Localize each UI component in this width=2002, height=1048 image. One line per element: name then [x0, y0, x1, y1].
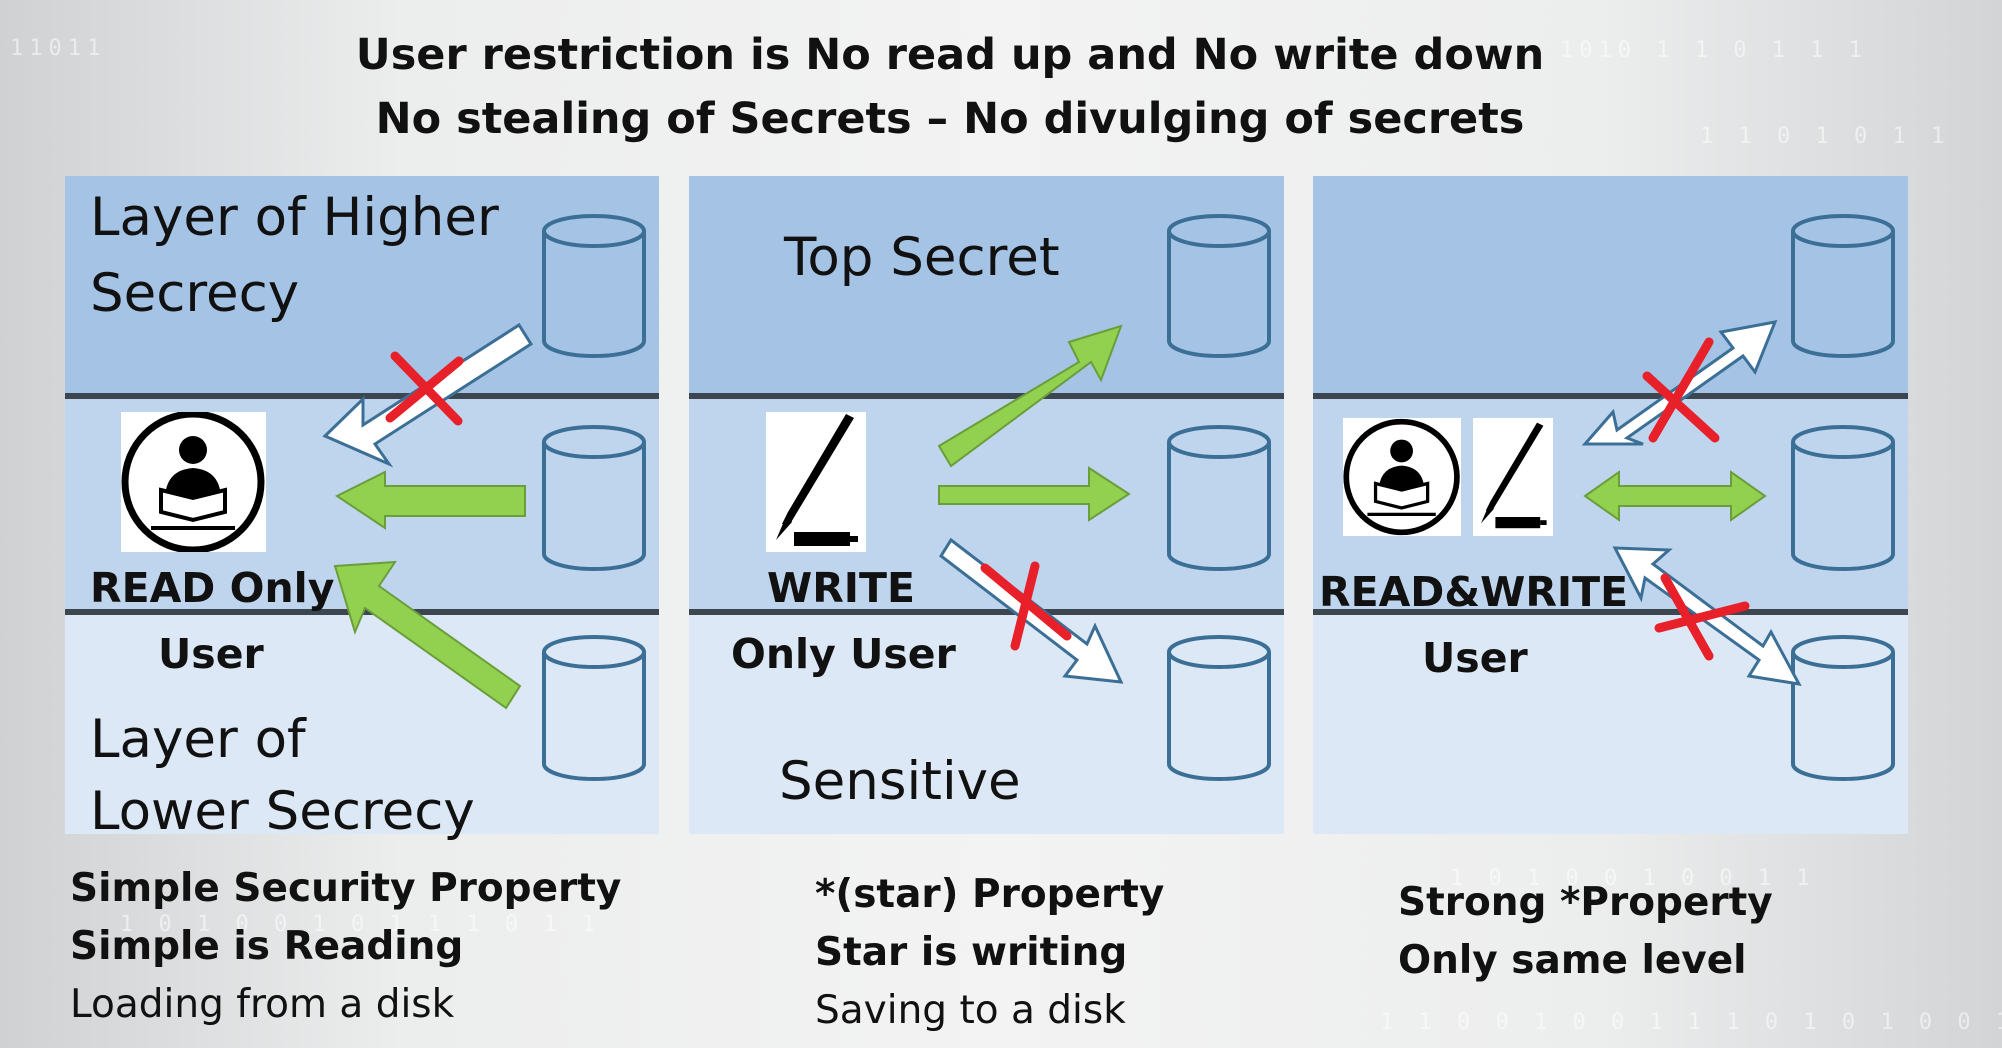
allowed-arrow [335, 470, 526, 530]
database-icon [1791, 214, 1895, 358]
user-type-label: Only User [731, 630, 956, 678]
panel-3-graphics [1581, 214, 1895, 781]
layer-higher-band [1313, 176, 1908, 396]
panel-1-graphics [322, 214, 646, 781]
pen-icon [1473, 418, 1553, 536]
heading-line-2: No stealing of Secrets – No divulging of… [375, 94, 1525, 144]
binary-background-decoration: 1 0 1 0 0 1 0 1 1 1 0 1 1 [120, 912, 602, 937]
panel-write-only: Top Secret WRITE Only User Sensitive [689, 176, 1284, 834]
binary-background-decoration: 1010 1 1 0 1 1 1 [1560, 38, 1868, 63]
user-type-label: User [158, 630, 264, 678]
binary-background-decoration: 11011 [10, 36, 107, 61]
binary-background-decoration: 1 1 0 1 0 1 1 [1700, 124, 1951, 149]
layer-lower-label: Sensitive [779, 751, 1021, 812]
user-type-label: READ&WRITE [1319, 568, 1629, 616]
database-icon [542, 214, 646, 358]
allowed-double-arrow [1583, 470, 1767, 522]
database-icon [542, 635, 646, 781]
database-icon [1791, 635, 1895, 781]
panel-read-write: READ&WRITE User [1313, 176, 1908, 834]
reader-icon [121, 410, 266, 554]
heading-line-1: User restriction is No read up and No wr… [355, 30, 1545, 80]
layer-lower-label: Lower Secrecy [90, 781, 475, 842]
layer-divider [1313, 393, 1908, 399]
red-cross-icon [980, 561, 1072, 651]
panel-read-only: Layer of Higher Secrecy READ Only User L… [65, 176, 659, 842]
pen-icon [766, 412, 866, 552]
allowed-arrow [938, 466, 1131, 522]
user-type-label: READ Only [90, 564, 335, 612]
blocked-double-arrow [1581, 320, 1778, 446]
database-icon [1167, 214, 1271, 358]
layer-higher-label: Layer of Higher [90, 187, 499, 248]
allowed-arrow [333, 560, 522, 710]
layer-higher-band [65, 176, 659, 396]
database-icon [1167, 425, 1271, 571]
user-type-label: WRITE [767, 564, 916, 612]
reader-icon [1343, 418, 1461, 536]
database-icon [542, 425, 646, 571]
binary-background-decoration: 1 1 0 0 1 0 0 1 1 1 0 1 0 1 0 0 1 0 [1380, 1010, 2002, 1035]
layer-divider [689, 609, 1284, 615]
red-cross-icon [1654, 573, 1750, 661]
database-icon [1167, 635, 1271, 781]
layer-higher-band [689, 176, 1284, 396]
red-cross-icon [1642, 337, 1720, 443]
property-note-strong: Strong *Property Only same level [1398, 880, 1773, 983]
property-note-simple: Simple Security Property Simple is Readi… [70, 866, 622, 1027]
layer-higher-label: Secrecy [90, 263, 300, 324]
layer-lower-band [1313, 612, 1908, 834]
layer-divider [689, 393, 1284, 399]
allowed-arrow [937, 324, 1123, 468]
database-icon [1791, 425, 1895, 571]
layer-divider [65, 393, 659, 399]
layer-lower-band [65, 612, 659, 834]
binary-background-decoration: 1 0 1 0 0 1 0 0 1 1 [1450, 866, 1816, 891]
layer-lower-label: Layer of [90, 709, 306, 770]
layer-lower-band [689, 612, 1284, 834]
layer-higher-label: Top Secret [784, 227, 1060, 288]
layer-divider [1313, 609, 1908, 615]
user-type-label: User [1422, 634, 1528, 682]
red-cross-icon [385, 351, 464, 426]
panel-2-graphics [937, 214, 1271, 781]
property-note-star: *(star) Property Star is writing Saving … [815, 872, 1165, 1033]
